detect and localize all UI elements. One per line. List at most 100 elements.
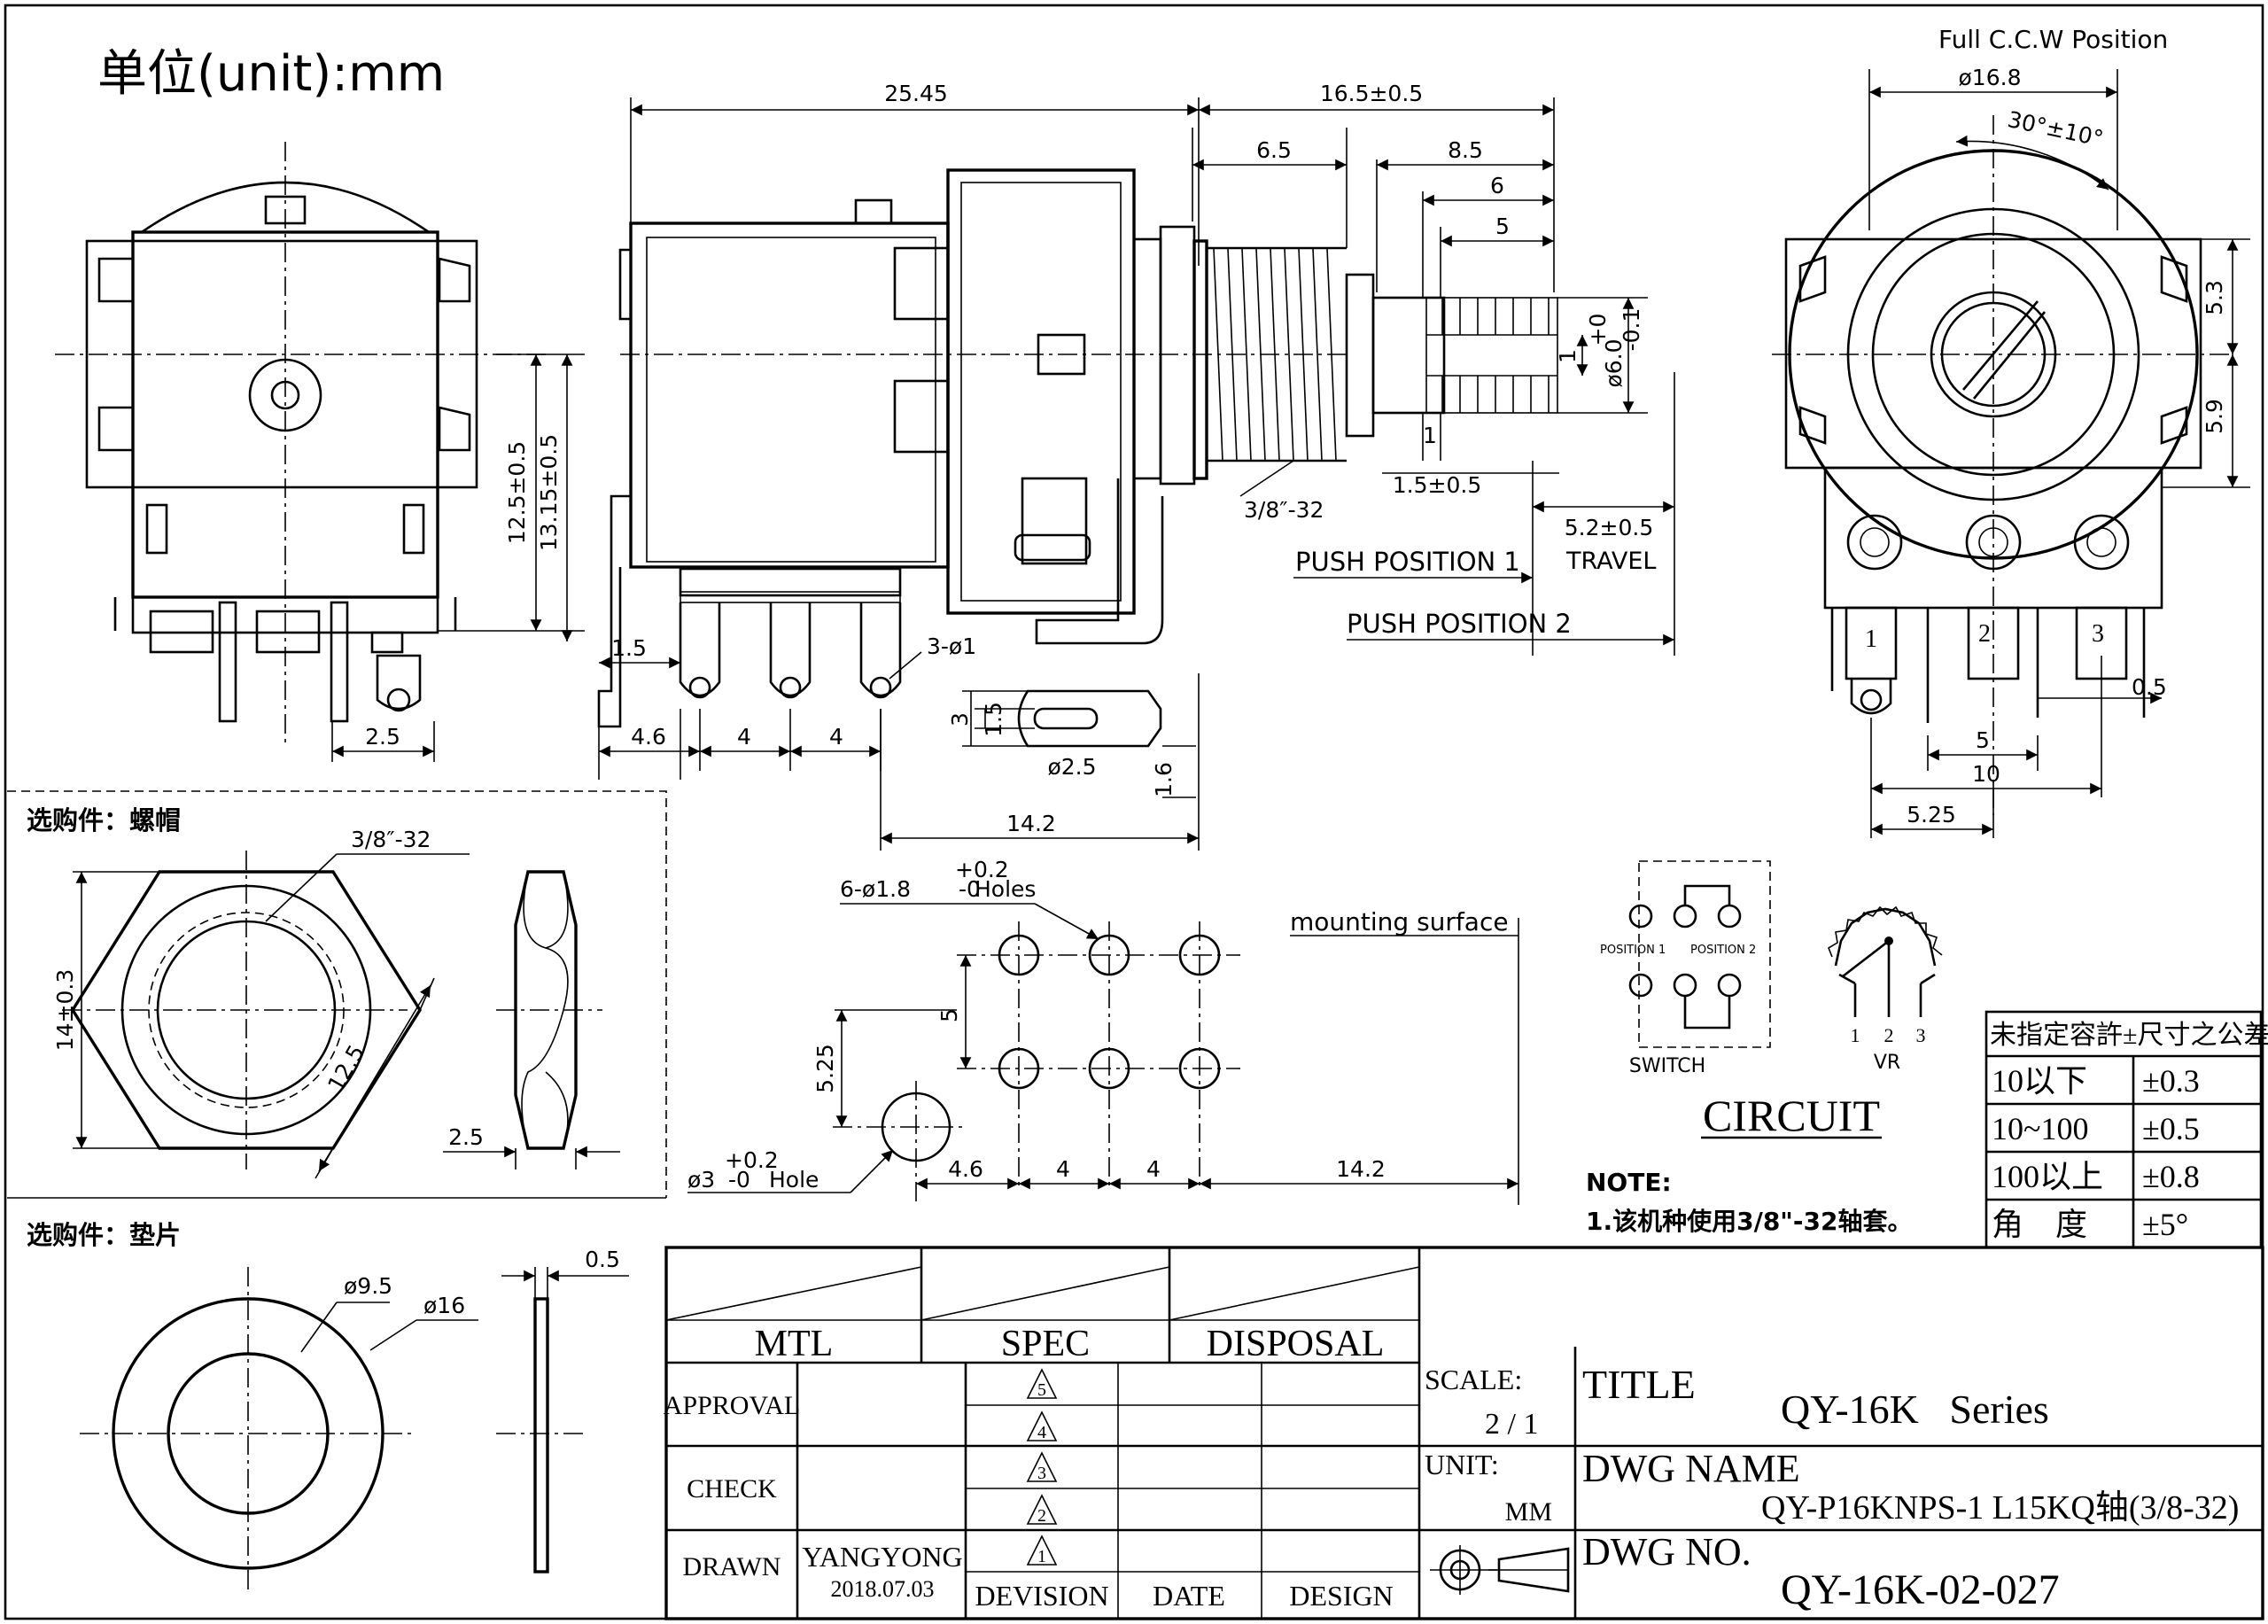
side-thread-label: 3/8″-32 <box>1244 497 1324 523</box>
side-label-push1: PUSH POSITION 1 <box>1295 547 1520 577</box>
right-pin-3: 3 <box>2092 620 2104 648</box>
side-dim-lug-3: 3 <box>947 712 973 727</box>
washer-dim-95: ø9.5 <box>344 1273 392 1299</box>
tb-date: DATE <box>1153 1580 1225 1612</box>
nut-thread: 3/8″-32 <box>351 827 431 852</box>
tb-scale-label: SCALE: <box>1425 1364 1522 1395</box>
circuit-pin2: 2 <box>1884 1024 1894 1046</box>
pcb-hole <box>1178 1047 1221 1090</box>
side-dim-shaft-tol-plus: +0 <box>1585 314 1611 346</box>
tol-header: 未指定容許±尺寸之公差 <box>1990 1021 2268 1050</box>
tb-spec: SPEC <box>1001 1324 1090 1364</box>
tb-design: DESIGN <box>1289 1580 1393 1612</box>
washer-heading: 选购件：垫片 <box>27 1220 181 1250</box>
tb-rev-3: 3 <box>1037 1464 1046 1483</box>
tol-range-2: 10~100 <box>1992 1111 2088 1146</box>
side-dim-bushing: 6.5 <box>1256 137 1292 163</box>
nut-dim-125: 12.5 <box>322 1040 369 1096</box>
pcb-big-hole-label: ø3 <box>687 1167 715 1193</box>
tb-mtl: MTL <box>755 1324 834 1364</box>
tb-unit-label: UNIT: <box>1425 1449 1499 1480</box>
tolerance-table: 未指定容許±尺寸之公差 10以下 ±0.3 10~100 ±0.5 100以上 … <box>1984 1010 2268 1249</box>
tb-title-label: TITLE <box>1582 1362 1696 1407</box>
side-dim-shaft-5: 5 <box>1495 214 1510 239</box>
tol-value-2: ±0.5 <box>2142 1111 2200 1146</box>
pcb-dim-5: 5 <box>936 1008 962 1022</box>
side-dim-lug-15: 1.5 <box>981 702 1006 737</box>
tb-title-value: QY-16K Series <box>1781 1387 2049 1432</box>
unit-label: 单位(unit):mm <box>97 45 445 103</box>
side-dim-pitch-46: 4.6 <box>631 724 666 750</box>
side-dim-flat: 1 <box>1555 349 1581 363</box>
tb-dwg-no-value: QY-16K-02-027 <box>1781 1566 2060 1613</box>
side-dim-collar: 1 <box>1423 423 1437 448</box>
side-label-push2: PUSH POSITION 2 <box>1347 609 1572 639</box>
nut-heading: 选购件：螺帽 <box>27 805 181 835</box>
side-dim-pin-hole: 3-ø1 <box>927 633 976 659</box>
pcb-big-hole-suffix: Hole <box>769 1167 819 1193</box>
right-view: Full C.C.W Position ø16.8 30°±10° <box>1772 25 2250 838</box>
right-dim-angle: 30°±10° <box>2006 106 2106 152</box>
tb-rev-4: 4 <box>1037 1423 1046 1442</box>
tb-dwg-name-label: DWG NAME <box>1582 1447 1800 1490</box>
tol-range-4: 角 度 <box>1992 1207 2087 1242</box>
side-dim-pin-15: 1.5 <box>611 635 647 661</box>
pcb-dim-46: 4.6 <box>948 1156 983 1182</box>
pcb-dim-525: 5.25 <box>812 1044 838 1093</box>
pcb-hole <box>998 934 1040 976</box>
circuit-vr: VR <box>1874 1052 1900 1074</box>
right-pin-1: 1 <box>1865 626 1877 653</box>
side-dim-shaft-6: 6 <box>1490 173 1504 198</box>
pcb-hole <box>1088 934 1130 976</box>
pcb-big-hole-tol: +0.2 <box>725 1147 779 1173</box>
pcb-hole <box>998 1047 1040 1090</box>
tol-value-1: ±0.3 <box>2142 1063 2200 1099</box>
circuit: POSITION 1 POSITION 2 SWITCH 1 2 3 VR CI… <box>1600 860 1943 1140</box>
tb-approval: APPROVAL <box>664 1391 801 1420</box>
tol-value-4: ±5° <box>2142 1207 2188 1242</box>
tb-devision: DEVISION <box>975 1580 1108 1612</box>
pcb-dim-142: 14.2 <box>1336 1156 1386 1182</box>
right-dim-dia: ø16.8 <box>1959 65 2022 90</box>
front-view: 2.5 12.5±0.5 13.15±0.5 <box>55 142 585 762</box>
pcb-holes-label: 6-ø1.8 <box>840 876 911 902</box>
side-label-travel: TRAVEL <box>1565 548 1656 575</box>
pcb-dim-4b: 4 <box>1146 1156 1161 1182</box>
nut-view: 选购件：螺帽 14±0.3 3/8″-32 12.5 2.5 <box>7 790 667 1199</box>
nut-dim-14: 14±0.3 <box>52 969 78 1052</box>
front-dim-height-2: 13.15±0.5 <box>536 434 562 551</box>
pcb-holes-tol: +0.2 <box>955 857 1009 882</box>
right-dim-05: 0.5 <box>2132 674 2167 700</box>
right-terminal-3 <box>2073 514 2130 571</box>
tb-disposal: DISPOSAL <box>1207 1324 1385 1364</box>
washer-dim-05: 0.5 <box>585 1247 620 1272</box>
side-dim-shaft-dia: ø6.0 <box>1601 338 1627 387</box>
pcb-holes-suffix: Holes <box>975 876 1036 902</box>
tb-rev-1: 1 <box>1037 1547 1046 1566</box>
side-dim-shaft-85: 8.5 <box>1448 137 1483 163</box>
right-dim-5: 5 <box>1976 727 1990 753</box>
right-dim-53: 5.3 <box>2202 280 2227 315</box>
circuit-switch: SWITCH <box>1629 1055 1705 1077</box>
right-dim-59: 5.9 <box>2202 399 2227 434</box>
tb-dwg-no-label: DWG NO. <box>1582 1530 1751 1573</box>
pcb-hole <box>1178 934 1221 976</box>
side-dim-body: 25.45 <box>884 81 948 106</box>
tb-unit-value: MM <box>1505 1497 1552 1527</box>
circuit-pin3: 3 <box>1916 1024 1926 1046</box>
projection-symbol-icon <box>1430 1545 1570 1595</box>
tb-rev-2: 2 <box>1037 1506 1046 1526</box>
circuit-pin1: 1 <box>1851 1024 1860 1046</box>
right-terminal-2 <box>1965 514 2022 571</box>
tol-range-1: 10以下 <box>1992 1063 2087 1099</box>
right-dim-10: 10 <box>1972 761 2000 787</box>
pcb-mounting-surface: mounting surface <box>1290 907 1509 936</box>
tb-check: CHECK <box>687 1474 777 1504</box>
note: NOTE: 1.该机种使用3/8"-32轴套。 <box>1586 1168 1913 1236</box>
side-view: 25.45 16.5±0.5 6.5 8.5 <box>597 81 1675 851</box>
side-thread <box>1213 247 1337 462</box>
side-dim-pitch-4a: 4 <box>737 724 751 750</box>
title-block: MTL SPEC DISPOSAL APPROVAL CHECK DRAWN Y… <box>664 1246 2264 1620</box>
nut-dim-25: 2.5 <box>448 1124 484 1150</box>
